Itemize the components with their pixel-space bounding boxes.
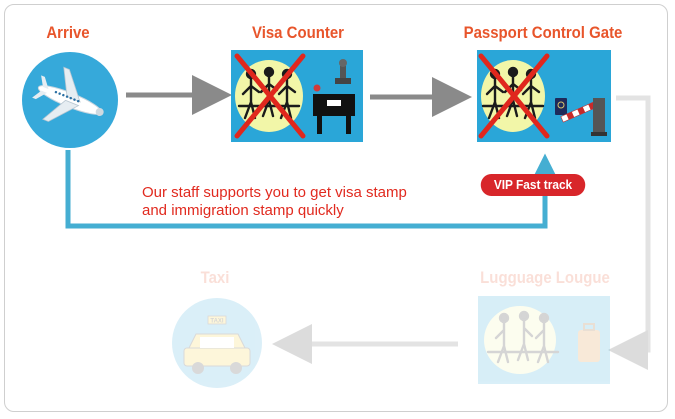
- cross-icon: [234, 53, 306, 139]
- passport-gate-illustration: [478, 53, 607, 139]
- step-title-taxi: Taxi: [200, 268, 230, 287]
- step-title-luggage: Lugguage Lougue: [480, 268, 610, 287]
- barrier-gate-icon: [560, 98, 607, 136]
- airplane-icon: [32, 66, 104, 122]
- taxi-icon: TAXI: [183, 315, 251, 374]
- arrive-circle: [22, 52, 118, 148]
- luggage-lounge-box: [478, 296, 610, 384]
- step-title-passport: Passport Control Gate: [463, 23, 623, 42]
- step-title-visa: Visa Counter: [251, 23, 345, 42]
- vip-service-note: Our staff supports you to get visa stamp…: [142, 184, 407, 220]
- visa-counter-illustration: [234, 53, 355, 139]
- cross-icon: [478, 53, 550, 139]
- note-line-1: Our staff supports you to get visa stamp: [142, 184, 407, 201]
- taxi-sign-text: TAXI: [210, 319, 224, 325]
- passport-icon: [555, 98, 567, 115]
- arrow-passport-to-luggage: [608, 95, 651, 370]
- luggage-illustration: [484, 306, 600, 374]
- step-title-arrive: Arrive: [46, 23, 90, 42]
- note-line-2: and immigration stamp quickly: [142, 202, 344, 219]
- visa-counter-box: [231, 50, 363, 142]
- taxi-circle: TAXI: [172, 298, 262, 388]
- stamp-icon: [335, 59, 351, 84]
- suitcase-icon: [578, 323, 600, 362]
- vip-fast-track-path: [65, 150, 558, 229]
- passport-control-box: [477, 50, 611, 142]
- vip-fast-track-badge: VIP Fast track: [480, 174, 586, 196]
